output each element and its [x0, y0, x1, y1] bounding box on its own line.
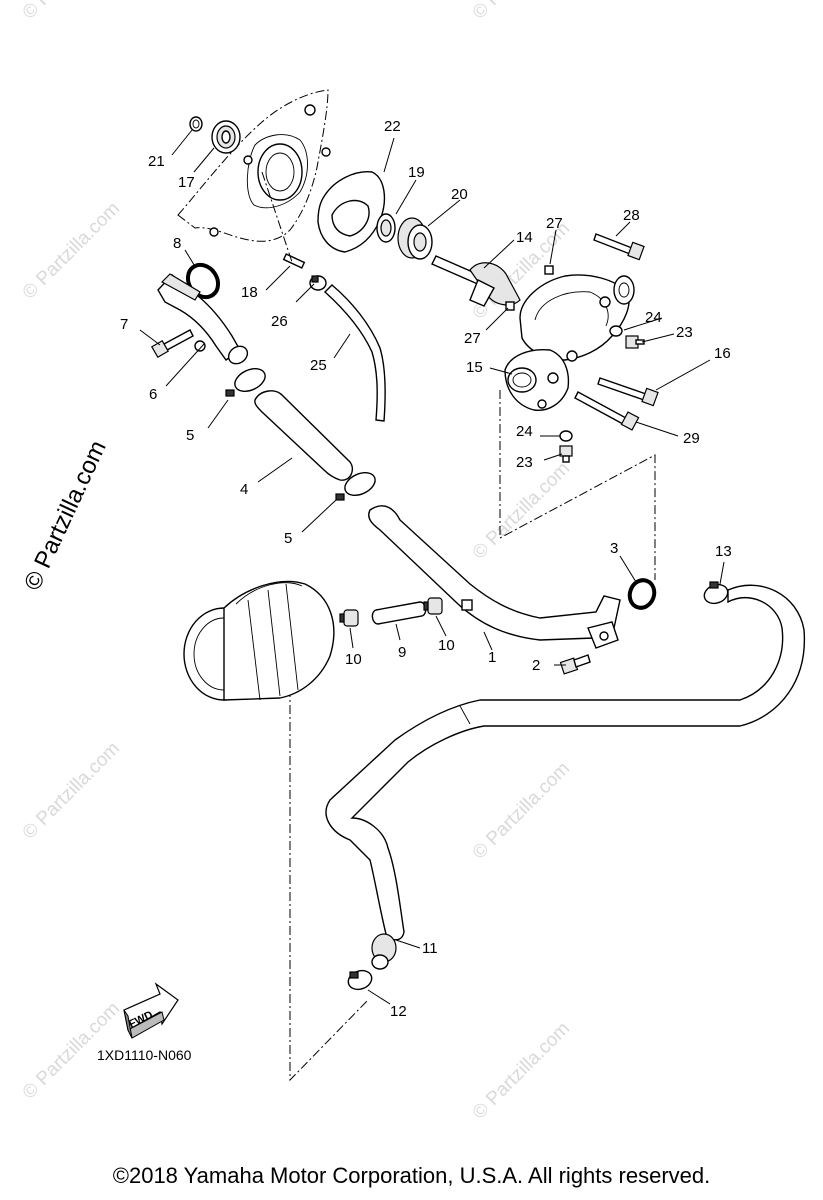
bolt-part-2 [559, 654, 591, 675]
circlip-part-21 [189, 116, 203, 132]
callout-label: 14 [516, 229, 533, 246]
bolt-part-28 [593, 233, 645, 261]
drain-bolt-part-23-upper [625, 335, 645, 349]
callout-label: 11 [422, 940, 438, 957]
callout-label: 20 [451, 186, 468, 203]
callout-label: 19 [408, 164, 425, 181]
callout-label: 5 [284, 530, 292, 547]
watermark: © Partzilla.com [469, 1018, 574, 1123]
washer-part-24-lower [559, 430, 573, 442]
washer-part-24-upper [609, 325, 623, 337]
callout-label: 26 [271, 313, 288, 330]
callout-labels: 1 2 3 4 5 5 6 7 8 9 10 10 11 12 13 14 15… [120, 118, 732, 1020]
water-pump-housing [519, 274, 635, 362]
breather-hose-part-25 [323, 284, 386, 422]
crankcase-cover-group [177, 89, 331, 242]
water-hose-part-4 [254, 390, 354, 481]
callout-label: 3 [610, 540, 618, 557]
pipe-bracket [587, 621, 619, 649]
callout-label: 25 [310, 357, 327, 374]
callout-label: 2 [532, 657, 540, 674]
callout-label: 27 [464, 330, 481, 347]
callout-label: 17 [178, 174, 195, 191]
hose-clamp-part-10-right [423, 597, 443, 615]
side-watermark: © Partzilla.com [19, 437, 112, 595]
impeller-shaft-part-14 [431, 255, 521, 307]
drawing-code: 1XD1110-N060 [97, 1047, 192, 1063]
callout-label: 4 [240, 481, 248, 498]
copyright-notice: ©2018 Yamaha Motor Corporation, U.S.A. A… [112, 1163, 711, 1188]
callout-label: 15 [466, 359, 483, 376]
breather-pipe-part-9 [371, 601, 427, 625]
callout-label: 5 [186, 427, 194, 444]
watermark: © Partzilla.com [469, 458, 574, 563]
callout-label: 9 [398, 644, 406, 661]
hose-end-part-11 [371, 933, 397, 970]
hose-clamp-part-5-upper [225, 367, 266, 397]
watermark: © Partzilla.com [469, 758, 574, 863]
callout-label: 24 [516, 423, 533, 440]
callout-label: 18 [241, 284, 258, 301]
o-ring-part-3 [627, 578, 657, 610]
hose-clamp-part-5-lower [335, 471, 376, 501]
pump-cover-part-15 [504, 348, 570, 411]
drain-bolt-part-23-lower [559, 445, 573, 463]
pipe-joint-part-6 [157, 273, 249, 365]
dowel-pin-part-27-lower [505, 301, 515, 311]
callout-label: 10 [345, 651, 362, 668]
oil-filter [183, 580, 335, 701]
watermark: © Partzilla.com [19, 198, 124, 303]
bolt-part-16 [597, 377, 659, 407]
callout-label: 23 [676, 324, 693, 341]
callout-label: 21 [148, 153, 165, 170]
gasket-part-22 [317, 171, 386, 253]
callout-label: 27 [546, 215, 563, 232]
cover-bearing-boss [257, 143, 303, 201]
watermark: © Partzilla.com [469, 0, 574, 24]
water-hose-part-11 [325, 584, 806, 941]
hose-clamp-part-12 [347, 969, 373, 991]
callout-label: 8 [173, 235, 181, 252]
callout-label: 29 [683, 430, 700, 447]
oil-seal-part-19 [376, 213, 396, 243]
hose-clamp-part-10-left [339, 609, 359, 627]
callout-label: 1 [488, 649, 496, 666]
callout-label: 16 [714, 345, 731, 362]
leader-lines [139, 129, 725, 1005]
callout-label: 12 [390, 1003, 407, 1020]
callout-label: 13 [715, 543, 732, 560]
dowel-pin-part-18 [282, 253, 306, 269]
dowel-pin-part-27-upper [544, 265, 554, 275]
callout-label: 28 [623, 207, 640, 224]
callout-label: 23 [516, 454, 533, 471]
callout-label: 22 [384, 118, 401, 135]
mechanical-seal-part-20 [397, 217, 433, 260]
callout-label: 6 [149, 386, 157, 403]
callout-label: 10 [438, 637, 455, 654]
callout-label: 24 [645, 309, 662, 326]
pipe-nipple [461, 599, 473, 611]
hose-clamp-part-13 [703, 581, 729, 605]
bearing-part-17 [211, 120, 241, 154]
callout-label: 7 [120, 316, 128, 333]
bolt-part-7 [150, 329, 194, 359]
clamp-part-26 [309, 275, 327, 291]
fwd-arrow-icon: FWD [123, 982, 179, 1039]
watermark: © Partzilla.com [19, 738, 124, 843]
bolt-part-29 [574, 391, 640, 431]
watermark: © Partzilla.com [19, 0, 124, 24]
